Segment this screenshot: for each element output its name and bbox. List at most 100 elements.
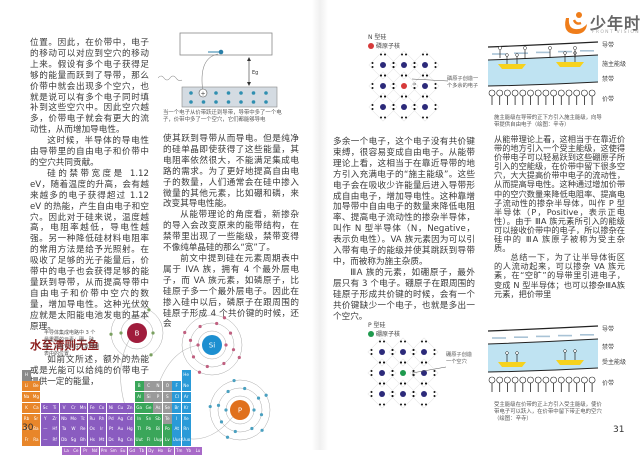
- section-heading: 水至清则无鱼: [30, 338, 99, 353]
- empty-cell: [88, 392, 97, 403]
- element-Ge: Ge: [144, 402, 154, 414]
- paragraph: 位置。因此，在价带中，电子的移动可以对应到空穴的移动上来。假设有多个电子获得足够…: [30, 38, 149, 136]
- paragraph: 总结一下，为了让半导体街区的人流动起来，可以掺杂 VA 族元素，在“空旷”的导带…: [494, 252, 625, 299]
- empty-cell: [41, 370, 50, 381]
- bond-electron: [401, 95, 403, 98]
- bond-electron: [413, 62, 416, 64]
- bond-electron: [370, 374, 373, 376]
- electron-dot: [205, 364, 209, 369]
- silicon-nucleus: [401, 62, 407, 68]
- person-head: [573, 376, 580, 384]
- band-edge: [488, 81, 599, 87]
- empty-cell: [107, 370, 116, 381]
- energy-level-boat: [556, 360, 584, 365]
- element-Mg: Mg: [31, 391, 41, 403]
- empty-cell: [41, 392, 50, 403]
- bond-electron: [421, 340, 423, 343]
- empty-cell: [60, 370, 69, 381]
- energy-level-boat: [498, 64, 526, 69]
- book-spine: [312, 0, 328, 450]
- p-type-title: P 型硅: [368, 322, 386, 329]
- bond-electron: [422, 74, 424, 77]
- element-S: S: [162, 391, 172, 403]
- paragraph: 从能带理论上看，这相当于在靠近价带的地方引入一个受主能级，这使得价带电子可以轻易…: [494, 134, 626, 254]
- empty-cell: [107, 381, 116, 392]
- page-number-right: 31: [613, 425, 625, 435]
- orbit: [189, 322, 235, 368]
- bond-electron: [412, 370, 415, 372]
- left-column-1: 位置。因此，在价带中，电子的移动可以对应到空穴的移动上来。假设有多个电子获得足够…: [30, 38, 149, 388]
- bond-electron: [383, 403, 385, 406]
- element-Lv: Lv: [162, 435, 172, 446]
- band-label: 受主能级: [602, 359, 627, 366]
- left-column-2: 使其跃到导带从而导电。但是纯净的硅单晶即使获得了这些能量，其电阻率依然很大，不能…: [163, 134, 299, 330]
- bond-outline: [368, 50, 398, 80]
- band-edge: [488, 54, 599, 61]
- paragraph: 使其跃到导带从而导电。但是纯净的硅单晶即使获得了这些能量，其电阻率依然很大，不能…: [163, 134, 299, 210]
- bond-outline: [388, 358, 418, 388]
- electron-dot: [188, 338, 193, 342]
- silicon-nucleus: [379, 349, 385, 355]
- empty-cell: [78, 370, 87, 381]
- element-Se: Se: [162, 402, 172, 414]
- gap-label: Eg: [252, 70, 258, 76]
- element-Sr: Sr: [31, 413, 41, 425]
- bond-electron: [425, 340, 427, 343]
- bond-electron: [371, 83, 374, 85]
- bond-electron: [413, 66, 416, 68]
- element-Cu: Cu: [115, 402, 125, 414]
- empty-cell: [135, 370, 144, 381]
- person-head: [496, 89, 503, 97]
- bond-outline: [388, 337, 418, 367]
- person-head: [515, 53, 519, 57]
- electron-dot: [215, 321, 219, 326]
- bond-electron: [433, 395, 436, 397]
- bond-electron: [380, 116, 382, 119]
- person-head: [527, 89, 534, 97]
- band-label: 价带: [602, 380, 615, 387]
- energy-level-boat: [498, 362, 526, 367]
- bond-electron: [404, 403, 406, 406]
- silicon-nucleus: [422, 83, 428, 89]
- bond-electron: [392, 108, 395, 110]
- phosphorus-nucleus-icon: [368, 43, 374, 49]
- person-head: [573, 349, 577, 353]
- bond-electron: [370, 353, 373, 355]
- person-head: [581, 376, 588, 384]
- band-label: 导带: [602, 326, 615, 333]
- silicon-nucleus: [422, 104, 428, 110]
- element-Lu: Lu: [193, 447, 203, 455]
- bond-outline: [368, 71, 398, 101]
- element-Cs: Cs: [22, 424, 31, 435]
- bond-electron: [401, 53, 403, 56]
- element-O: O: [162, 380, 172, 392]
- empty-cell: [69, 381, 78, 392]
- bond-electron: [426, 95, 428, 98]
- electron-dot: [226, 389, 230, 394]
- hole-icon: [198, 88, 208, 98]
- bond-outline: [389, 50, 419, 80]
- bond-electron: [380, 53, 382, 56]
- element-Hg: Hg: [125, 424, 135, 435]
- person-head: [498, 46, 502, 50]
- logo-subtitle: FRONT VISION: [592, 30, 640, 35]
- silicon-nucleus: [421, 391, 427, 397]
- element-Db: Db: [59, 435, 69, 446]
- conduction-band-edge: [488, 325, 599, 332]
- band-figure-caption: 当一个电子从价带跃迁到导带，导带中多了一个电子，价带中多了一个空穴，它们都能够导…: [163, 110, 282, 123]
- person-head: [581, 89, 588, 97]
- element-Mn: Mn: [78, 402, 88, 414]
- electron-dot: [264, 91, 268, 95]
- bond-outline: [388, 379, 418, 409]
- element-Ba: Ba: [31, 424, 41, 435]
- bond-electron: [392, 104, 395, 106]
- element-Ir: Ir: [97, 424, 107, 435]
- bond-electron: [413, 87, 416, 89]
- dopant-nucleus: [401, 83, 407, 89]
- element-Pb: Pb: [144, 424, 154, 435]
- element-Pr: Pr: [80, 447, 90, 455]
- element-Ti: Ti: [50, 402, 60, 414]
- electron-dot: [208, 404, 212, 409]
- donor-figure-caption: 施主能级在导带的正下方引入施主能级，向导带提供自由电子（绘图：辛寺）: [494, 115, 602, 128]
